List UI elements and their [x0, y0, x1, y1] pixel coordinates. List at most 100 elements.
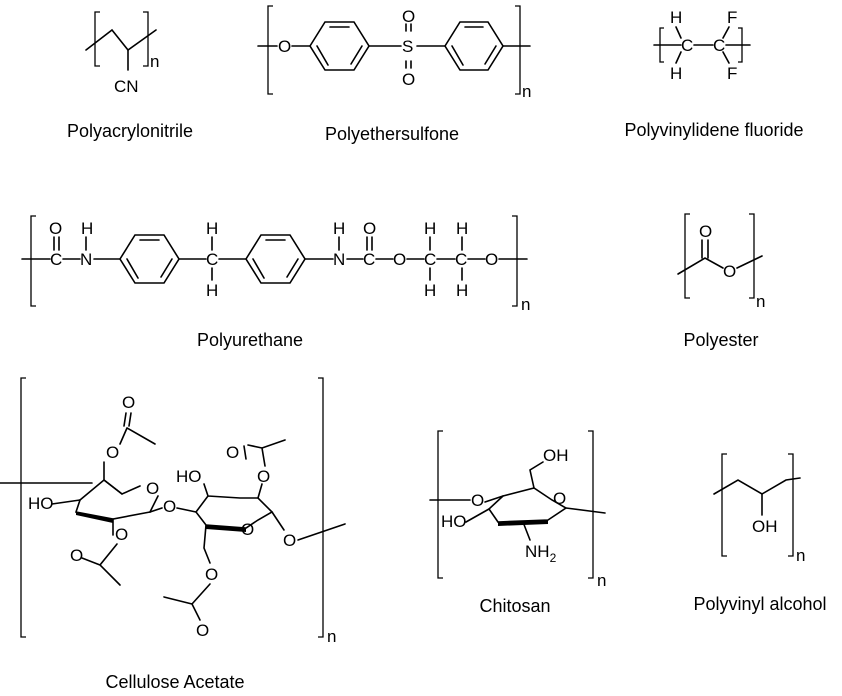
right-bracket [318, 377, 324, 638]
left-bracket [20, 377, 26, 638]
ring-oxygen: O [553, 489, 566, 508]
benzene-ring-2 [245, 234, 306, 284]
carbonyl-carbon-1: C [50, 250, 62, 269]
fluorine-top: F [727, 8, 737, 27]
bond [103, 461, 123, 495]
ether-oxygen-label: O [278, 37, 291, 56]
carbonyl-oxygen: O [699, 222, 712, 241]
bond [257, 483, 263, 499]
bond [194, 483, 274, 529]
polyurethane-structure: C O N H C H H N H C O O C H H C [21, 215, 530, 350]
left-bracket [721, 453, 727, 557]
cellulose-acetate-structure: O O O HO O O O HO O O O O [0, 377, 346, 692]
hydrogen-bottom: H [670, 64, 682, 83]
ring-2-double-bonds [451, 26, 497, 66]
sulfonyl-double-bonds [405, 23, 412, 69]
carbon-2: C [713, 36, 725, 55]
ring-1-double-bonds [316, 26, 363, 66]
bond [203, 524, 211, 564]
bond [81, 543, 121, 586]
ring-oxygen-1: O [146, 479, 159, 498]
ethylene-hydrogen-3: H [456, 219, 468, 238]
bond [465, 508, 490, 523]
acetyl-ester-oxygen-2: O [115, 525, 128, 544]
cyano-group-label: CN [114, 77, 139, 96]
bond [713, 477, 801, 495]
bond [149, 507, 163, 513]
backbone-bonds [85, 28, 157, 52]
pvdf-structure: H H C C F F Polyvinylidene fluoride [624, 8, 803, 140]
chitosan-structure: OH O O HO NH2 n Chitosan [429, 430, 606, 616]
bond [522, 521, 531, 541]
amide-hydrogen-2: H [333, 219, 345, 238]
bond [76, 512, 113, 523]
hydroxyl-label: HO [441, 512, 467, 531]
ethylene-carbon-1: C [424, 250, 436, 269]
benzene-ring-2 [444, 21, 504, 71]
bond [149, 495, 159, 513]
bond [675, 51, 682, 64]
repeat-subscript: n [150, 52, 159, 71]
ethylene-hydrogen-1: H [424, 219, 436, 238]
hydroxyl-label: OH [752, 517, 778, 536]
repeat-subscript: n [597, 571, 606, 590]
caption-polyvinyl-alcohol: Polyvinyl alcohol [693, 594, 826, 614]
carbon-1: C [681, 36, 693, 55]
left-bracket [684, 213, 690, 299]
acetyl-ester-oxygen-1: O [106, 443, 119, 462]
bond [487, 487, 568, 523]
benzene-ring-1 [119, 234, 180, 284]
repeat-subscript: n [521, 295, 530, 314]
acetyl-oxygen-1: O [122, 393, 135, 412]
acetyl-oxygen-3: O [226, 443, 239, 462]
sulfonyl-oxygen-bottom: O [402, 70, 415, 89]
polyvinyl-alcohol-structure: OH n Polyvinyl alcohol [693, 453, 827, 614]
left-bracket [30, 215, 36, 307]
caption-polyacrylonitrile: Polyacrylonitrile [67, 121, 193, 141]
right-bracket [515, 5, 521, 95]
repeat-subscript: n [327, 627, 336, 646]
bond [297, 523, 346, 541]
repeat-subscript: n [796, 546, 805, 565]
caption-polyethersulfone: Polyethersulfone [325, 124, 459, 144]
ring-oxygen-2: O [241, 520, 254, 539]
bond [176, 507, 197, 513]
bond [366, 236, 373, 251]
terminal-oxygen: O [283, 531, 296, 550]
bond [206, 525, 246, 532]
hydroxymethyl-oh: OH [543, 446, 569, 465]
bond [529, 461, 544, 489]
bond [119, 427, 156, 445]
bond [271, 511, 285, 531]
right-bracket [512, 215, 518, 307]
caption-polyurethane: Polyurethane [197, 330, 303, 350]
bond [736, 255, 763, 269]
polyester-structure: O O n Polyester [677, 213, 765, 350]
bond [243, 445, 247, 460]
bond [722, 26, 730, 39]
bond [53, 236, 60, 251]
right-bracket [788, 453, 794, 557]
bond [79, 478, 141, 501]
polyethersulfone-structure: O S O O n Polyethersulfone [257, 5, 531, 144]
bond [701, 239, 709, 259]
left-bracket [94, 11, 100, 67]
polyacrylonitrile-structure: CN n Polyacrylonitrile [67, 11, 193, 141]
bond [565, 507, 606, 514]
ethylene-carbon-2: C [455, 250, 467, 269]
caption-cellulose-acetate: Cellulose Acetate [105, 672, 244, 692]
acetyl-oxygen-4: O [196, 621, 209, 640]
repeat-subscript: n [756, 292, 765, 311]
left-bracket [437, 430, 443, 579]
left-bracket [267, 5, 273, 95]
terminal-oxygen: O [485, 250, 498, 269]
ester-oxygen: O [393, 250, 406, 269]
carbonyl-oxygen-2: O [363, 219, 376, 238]
sulfur-label: S [402, 37, 413, 56]
bond [252, 239, 299, 279]
right-bracket [143, 11, 149, 67]
caption-chitosan: Chitosan [479, 596, 550, 616]
sulfonyl-oxygen-top: O [402, 7, 415, 26]
bond [123, 412, 132, 427]
